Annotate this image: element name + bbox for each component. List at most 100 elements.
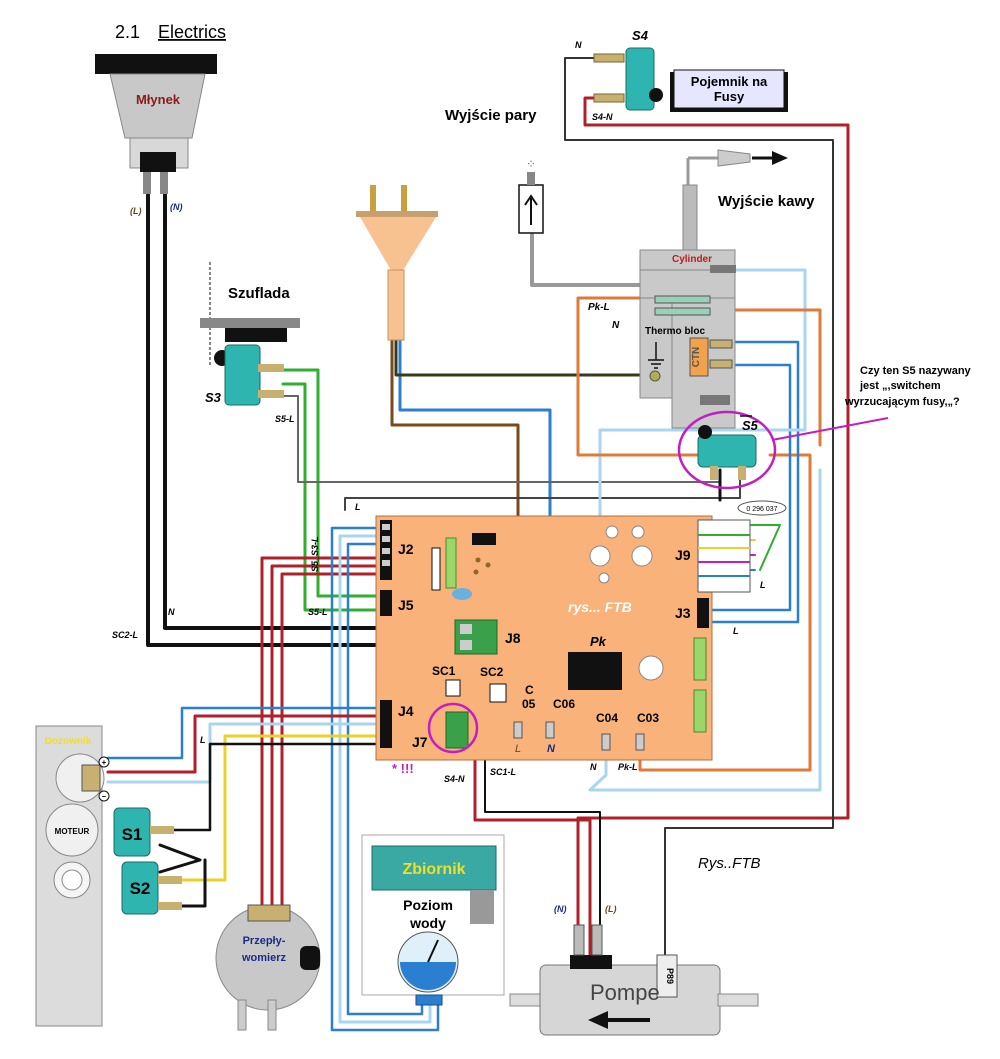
minus-label: – bbox=[102, 792, 107, 801]
j3-label: J3 bbox=[675, 605, 691, 621]
wire-label-pompe-l: (L) bbox=[605, 904, 617, 914]
water-level-line2: wody bbox=[409, 915, 446, 931]
switch-s4: S4 bbox=[593, 28, 663, 111]
s3-label: S3 bbox=[205, 390, 222, 405]
flowmeter-przeplywomierz: Przepły- womierz bbox=[215, 904, 321, 1031]
wire-j4-blue bbox=[106, 706, 388, 760]
annotation-line2: jest „,switchem bbox=[859, 380, 941, 392]
s4-label: S4 bbox=[632, 28, 649, 43]
c05-label-b: 05 bbox=[522, 697, 536, 711]
wires bbox=[106, 57, 850, 1032]
steam-outlet-label: Wyjście pary bbox=[445, 107, 537, 124]
j5-label: J5 bbox=[398, 597, 414, 613]
pump-label: Pompe bbox=[590, 980, 660, 1005]
section-title: Electrics bbox=[158, 22, 226, 42]
water-tank-zbiornik: Zbiornik Poziom wody bbox=[361, 834, 505, 1006]
wire-s4-n bbox=[564, 57, 834, 966]
figure-caption: Rys..FTB bbox=[698, 855, 761, 872]
coffee-outlet-arrow bbox=[686, 149, 788, 190]
c04-label: C04 bbox=[596, 711, 618, 725]
wire-label-pk-l-top: Pk-L bbox=[588, 302, 610, 313]
pump-pompe: P89 Pompe bbox=[509, 924, 759, 1036]
wire-j3-blue-2 bbox=[708, 340, 800, 624]
flowmeter-line1: Przepły- bbox=[243, 935, 286, 947]
wire-label-j3-l: L bbox=[733, 626, 739, 636]
water-level-line1: Poziom bbox=[403, 897, 453, 913]
sc1-label: SC1 bbox=[432, 664, 456, 678]
doser-dozownik: Dozownik + – MOTEUR bbox=[35, 725, 110, 1027]
wire-j2-blue-1 bbox=[330, 526, 440, 1032]
s2-label: S2 bbox=[130, 879, 151, 898]
wire-mlynek-l bbox=[146, 193, 457, 647]
wire-l-board bbox=[344, 477, 741, 511]
wire-cyl-orange bbox=[576, 296, 702, 457]
wire-label-j9-l: L bbox=[760, 580, 766, 590]
switch-s1: S1 bbox=[113, 807, 174, 857]
annotation-question: Czy ten S5 nazywany jest „,switchem wyrz… bbox=[844, 365, 972, 408]
j9-label: J9 bbox=[675, 547, 691, 563]
wire-label-c05-l: L bbox=[515, 743, 521, 755]
wire-j4-red bbox=[106, 714, 388, 774]
wire-s4-red bbox=[576, 96, 850, 957]
thermo-bloc-unit: CTN Cylinder Thermo bloc bbox=[639, 184, 736, 429]
s1-label: S1 bbox=[122, 825, 143, 844]
wire-s1-s2 bbox=[158, 843, 207, 908]
switch-s2: S2 bbox=[121, 861, 182, 915]
coffee-outlet-label: Wyjście kawy bbox=[718, 193, 815, 210]
wire-label-sc2-l: SC2-L bbox=[112, 630, 138, 640]
wire-j3-blue-1 bbox=[708, 363, 792, 612]
steam-outlet: ⁘ bbox=[518, 157, 544, 234]
wire-s3-green-2 bbox=[281, 382, 388, 612]
wire-label-n-cylinder: N bbox=[612, 320, 620, 331]
c06-label: C06 bbox=[553, 697, 575, 711]
flowmeter-line2: womierz bbox=[241, 952, 287, 964]
wire-j4-yellow bbox=[158, 734, 388, 882]
c03-label: C03 bbox=[637, 711, 659, 725]
grinder-label: Młynek bbox=[136, 92, 181, 107]
drawer-label: Szuflada bbox=[228, 285, 290, 302]
p89-label: P89 bbox=[665, 968, 675, 984]
doser-label: Dozownik bbox=[45, 736, 92, 747]
wire-j2-blue-2 bbox=[338, 534, 432, 1024]
s5-label: S5 bbox=[742, 418, 759, 433]
board-caption: rys... FTB bbox=[568, 599, 632, 615]
pk-label: Pk bbox=[590, 634, 607, 649]
switch-s5: S5 bbox=[677, 410, 777, 490]
tank-label: Zbiornik bbox=[402, 861, 465, 878]
sc2-label: SC2 bbox=[480, 665, 504, 679]
wire-c04-n bbox=[588, 468, 822, 792]
wire-s3-grey bbox=[282, 395, 721, 483]
part-number-label: 0 296 037 bbox=[746, 506, 777, 513]
wire-label-l-board: L bbox=[355, 502, 361, 512]
wire-j2-red-1 bbox=[260, 556, 388, 914]
plus-label: + bbox=[102, 758, 107, 767]
wire-label-mlynek-n: (N) bbox=[170, 202, 183, 212]
grounds-container-line1: Pojemnik na bbox=[691, 74, 768, 89]
control-board: J2 J5 J9 rys... FTB J8 Pk J3 SC1 bbox=[375, 515, 713, 761]
grounds-container-box: Pojemnik na Fusy bbox=[670, 69, 788, 112]
wire-j2-red-3 bbox=[280, 572, 388, 914]
wire-plug-earth bbox=[394, 338, 654, 377]
grinder-mlynek: Młynek bbox=[95, 54, 217, 194]
wire-label-n-c04: N bbox=[590, 762, 597, 772]
wire-label-s4-n-top: N bbox=[575, 40, 582, 50]
wire-label-mlynek-l: (L) bbox=[130, 206, 142, 216]
wire-j4-black bbox=[158, 742, 388, 832]
wire-label-s4-n: S4-N bbox=[592, 112, 613, 122]
wire-label-s5-l: S5-L bbox=[275, 414, 295, 424]
cylinder-label: Cylinder bbox=[672, 254, 712, 265]
wire-label-sc1-l: SC1-L bbox=[490, 767, 516, 777]
switch-s3: S3 bbox=[200, 262, 300, 406]
annotation-line1: Czy ten S5 nazywany bbox=[860, 365, 972, 377]
wire-label-n-board: N bbox=[168, 607, 175, 617]
wire-label-l-dozownik: L bbox=[200, 735, 206, 745]
pipe-steam bbox=[530, 233, 642, 287]
grounds-container-line2: Fusy bbox=[714, 89, 745, 104]
wire-mlynek-n bbox=[163, 193, 457, 630]
svg-text:⁘: ⁘ bbox=[526, 157, 536, 171]
j4-label: J4 bbox=[398, 703, 414, 719]
thermo-bloc-label: Thermo bloc bbox=[645, 326, 705, 337]
wire-label-c06-n: N bbox=[547, 743, 556, 755]
attention-marker: * !!! bbox=[392, 761, 414, 776]
section-number: 2.1 bbox=[115, 22, 140, 42]
